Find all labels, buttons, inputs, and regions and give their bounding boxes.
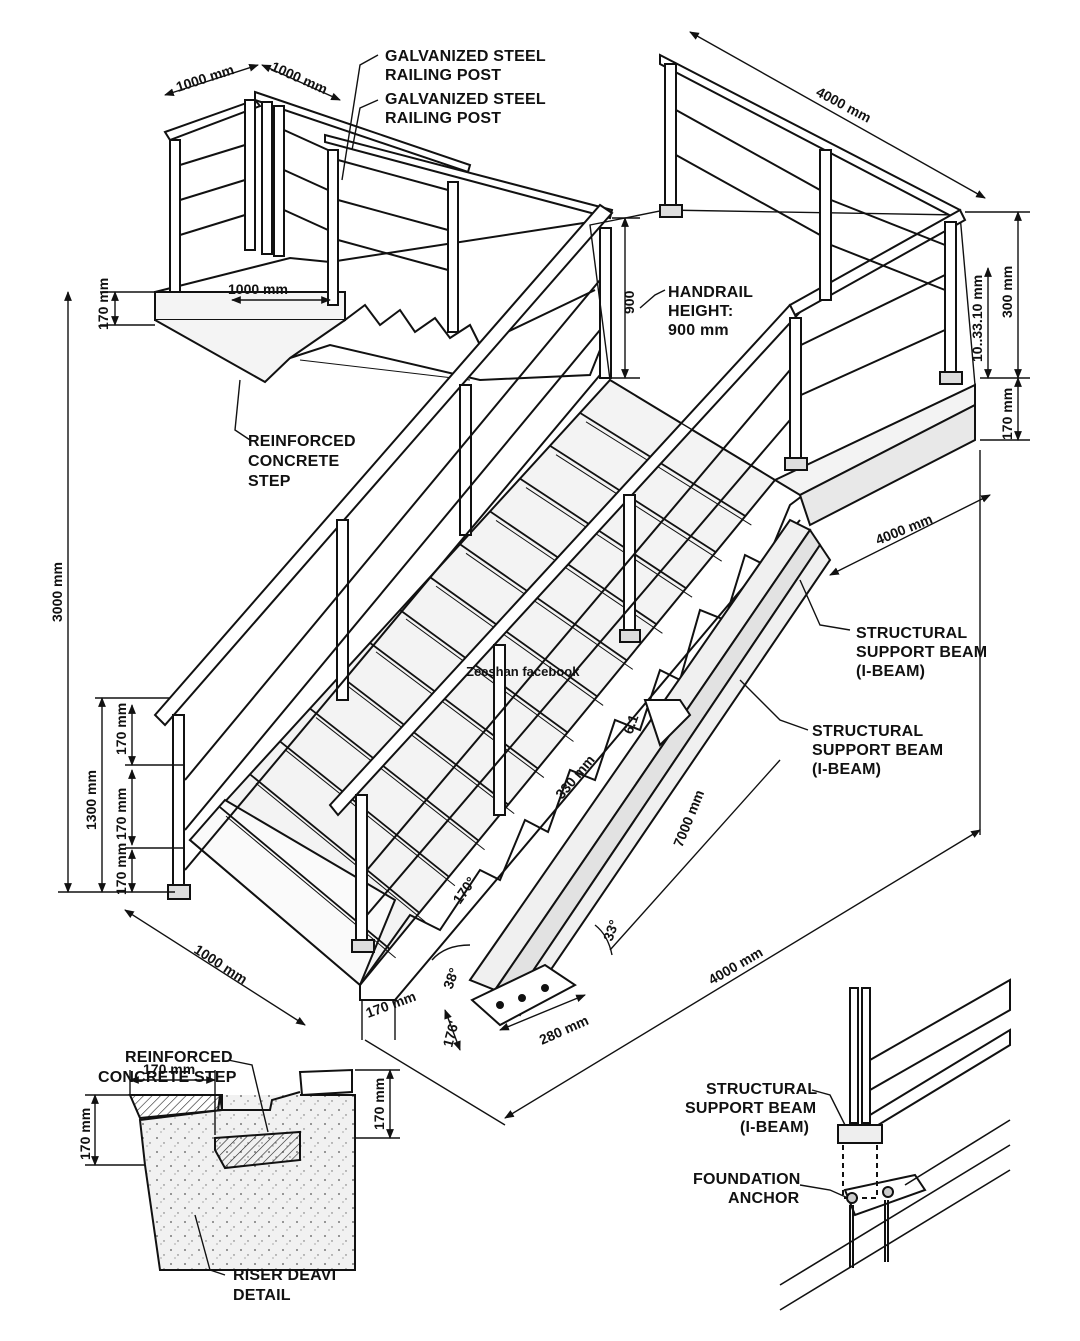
beam-label-1-line3: (I-BEAM): [856, 663, 925, 680]
beam-label-1-line2: SUPPORT BEAM: [856, 644, 987, 661]
stair-tread-edge: [249, 773, 420, 914]
dim-beam-4000: 4000 mm: [873, 510, 935, 547]
callout-labels: GALVANIZED STEEL RAILING POST GALVANIZED…: [98, 48, 987, 1304]
dim-base-width: 1000 mm: [191, 941, 250, 987]
riser-detail-label-line2: DETAIL: [233, 1287, 291, 1304]
stair-riser-edge: [285, 750, 456, 887]
foundation-label-line2: ANCHOR: [728, 1190, 800, 1207]
dim-detail-170-top: 170 mm: [371, 1078, 387, 1130]
stair-riser-edge: [525, 487, 693, 598]
concrete-step-label-line1: REINFORCED: [248, 433, 356, 450]
railing-post-label-1-line1: GALVANIZED STEEL: [385, 48, 546, 65]
riser-detail-dims: [85, 1059, 400, 1276]
dim-base-plate: 280 mm: [537, 1012, 591, 1048]
dim-tread-330: 330 mm: [552, 752, 598, 802]
detail-step-label-line2: CONCRETE STEP: [98, 1069, 237, 1086]
dim-base-170: 170 mm: [364, 988, 418, 1021]
dimension-lines: [58, 31, 1030, 1126]
dim-landing-w2: 1000 mm: [269, 58, 330, 97]
dim-total-height: 3000 mm: [49, 562, 65, 622]
stair-riser-edge: [255, 782, 426, 923]
dim-riser-c: 170 mm: [113, 843, 129, 895]
dim-landing-thickness: 170 mm: [95, 278, 111, 330]
dim-riser-b: 170 mm: [113, 788, 129, 840]
beam-label-2-line3: (I-BEAM): [812, 761, 881, 778]
railing-post-label-2-line2: RAILING POST: [385, 110, 501, 127]
stair-tread-edge: [459, 543, 628, 662]
railing-post-label-2-line1: GALVANIZED STEEL: [385, 91, 546, 108]
riser-detail-label-line1: RISER DEAVI: [233, 1267, 336, 1284]
dim-small-61: 6.1: [620, 712, 642, 736]
dim-top-170: 170 mm: [999, 388, 1015, 440]
dim-landing-w1: 1000 mm: [174, 61, 236, 95]
dim-detail-170-left: 170 mm: [77, 1108, 93, 1160]
dim-detail-170-tread: 170 mm: [143, 1061, 195, 1077]
dim-landing-step: 1000 mm: [228, 281, 288, 297]
handrail-height-line1: HANDRAIL: [668, 284, 753, 301]
left-flight-railing: [153, 203, 614, 900]
detail-beam-label-line2: SUPPORT BEAM: [685, 1100, 816, 1117]
riser-detail: [128, 1068, 356, 1271]
stair-riser-edge: [315, 717, 485, 851]
dim-base-170b: 176': [439, 1019, 461, 1049]
dim-top-mid: 10..33.10 mm: [969, 275, 985, 362]
railing-post-label-1-line2: RAILING POST: [385, 67, 501, 84]
stair-riser-edge: [585, 421, 752, 526]
beam-label-2-line1: STRUCTURAL: [812, 723, 923, 740]
upper-landing-railing: [163, 90, 614, 333]
stair-riser-edge: [465, 552, 634, 670]
handrail-height-line2: HEIGHT:: [668, 303, 733, 320]
watermark-text: Zeeshan facebook: [466, 664, 580, 679]
foundation-detail: [779, 978, 1011, 1311]
stair-tread-edge: [429, 576, 598, 698]
stair-riser-edge: [405, 618, 574, 742]
handrail-height-line3: 900 mm: [668, 322, 729, 339]
dim-rail-900: 900: [621, 290, 637, 314]
dim-beam-length: 7000 mm: [670, 788, 707, 850]
foundation-label-line1: FOUNDATION: [693, 1171, 800, 1188]
stair-riser-edge: [555, 454, 722, 562]
dim-angle-38: 38°: [440, 966, 462, 991]
dim-top-rail: 4000 mm: [814, 84, 874, 126]
beam-label-1-line1: STRUCTURAL: [856, 625, 967, 642]
foundation-leaders: [799, 1089, 849, 1199]
detail-beam-label-line1: STRUCTURAL: [706, 1081, 817, 1098]
stair-tread-edge: [519, 477, 687, 589]
dim-lower-height: 1300 mm: [83, 770, 99, 830]
concrete-step-label-line3: STEP: [248, 473, 291, 490]
stair-riser-edge: [375, 651, 545, 778]
detail-step-label-line1: REINFORCED: [125, 1049, 233, 1066]
detail-beam-label-line3: (I-BEAM): [740, 1119, 809, 1136]
concrete-step-label-line2: CONCRETE: [248, 453, 340, 470]
dim-top-300: 300 mm: [999, 266, 1015, 318]
stair-riser-edge: [435, 585, 604, 706]
stair-tread-edge: [579, 412, 746, 517]
beam-label-2-line2: SUPPORT BEAM: [812, 742, 943, 759]
dim-riser-a: 170 mm: [113, 703, 129, 755]
dim-angle-33: 33°: [600, 918, 622, 943]
stair-riser-edge: [345, 684, 515, 815]
